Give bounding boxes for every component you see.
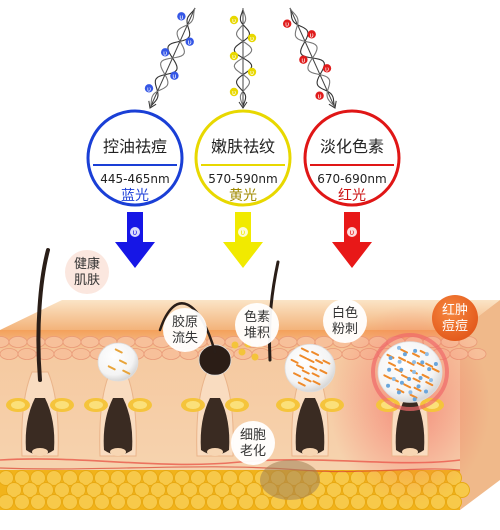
hair-follicle	[84, 342, 152, 457]
svg-text:υ: υ	[318, 93, 322, 101]
hair-follicle	[158, 302, 249, 457]
svg-text:υ: υ	[163, 49, 167, 57]
light-arrow-1: υ	[115, 212, 155, 268]
svg-text:υ: υ	[133, 228, 138, 237]
photon-dot	[185, 37, 194, 46]
pigment-dot	[251, 353, 259, 361]
light-arrow-2: υ	[223, 212, 263, 268]
label-healthy-line2: 肌肤	[74, 273, 100, 288]
svg-text:υ: υ	[285, 21, 289, 29]
svg-text:υ: υ	[241, 228, 246, 237]
light-circle-3: 淡化色素 670-690nm 红光	[303, 109, 401, 207]
svg-text:色素: 色素	[244, 309, 270, 325]
light-waves: υ υ υ υ υ υ υ υ υ υ υ υ υ υ υ	[144, 7, 337, 109]
light-wave: υ υ υ υ υ	[144, 7, 196, 109]
hair-follicle	[371, 333, 449, 457]
svg-text:υ: υ	[232, 17, 236, 25]
wavelength-label: 445-465nm	[100, 172, 169, 186]
svg-text:堆积: 堆积	[244, 326, 270, 341]
svg-text:粉刺: 粉刺	[332, 322, 358, 337]
svg-text:υ: υ	[172, 73, 176, 81]
svg-text:红肿: 红肿	[442, 302, 468, 318]
photon-dot	[299, 55, 308, 64]
label-inflamed-acne: 红肿 痘痘	[432, 295, 478, 341]
svg-text:υ: υ	[232, 89, 236, 97]
hair-follicle	[6, 248, 74, 457]
wavelength-label: 670-690nm	[317, 172, 386, 186]
svg-text:老化: 老化	[240, 444, 266, 459]
photon-dot	[247, 67, 257, 77]
light-circle-ring	[303, 109, 401, 207]
svg-text:υ: υ	[350, 228, 355, 237]
benefit-label: 淡化色素	[320, 137, 384, 156]
light-name-label: 黄光	[229, 187, 257, 204]
svg-text:流失: 流失	[172, 331, 198, 346]
photon-dot	[282, 19, 292, 28]
hair-follicle	[276, 343, 344, 457]
light-arrow-3: υ	[332, 212, 372, 268]
photon-dot	[229, 15, 239, 25]
svg-text:υ: υ	[325, 65, 329, 73]
svg-text:痘痘: 痘痘	[442, 319, 468, 334]
label-healthy-line1: 健康	[74, 256, 100, 272]
svg-text:白色: 白色	[332, 305, 358, 321]
benefit-label: 控油祛痘	[103, 137, 167, 156]
label-collagen-loss: 胶原 流失	[163, 308, 207, 352]
benefit-label: 嫩肤祛纹	[211, 137, 275, 156]
svg-text:υ: υ	[179, 13, 183, 21]
light-wave: υ υ υ υ υ	[282, 7, 337, 109]
photon-dot	[170, 71, 179, 80]
aging-cell-patch	[260, 460, 320, 500]
light-name-label: 蓝光	[121, 188, 149, 204]
photon-dot	[177, 12, 186, 21]
light-circle-ring	[194, 109, 292, 207]
photon-dot	[307, 30, 316, 39]
svg-text:υ: υ	[188, 39, 192, 47]
light-name-label: 红光	[338, 188, 366, 204]
wavelength-label: 570-590nm	[208, 172, 277, 186]
fat-globules	[0, 470, 470, 510]
label-healthy-skin: 健康 肌肤	[65, 250, 109, 294]
svg-text:胶原: 胶原	[172, 314, 198, 330]
photon-dot	[229, 87, 239, 97]
svg-text:υ: υ	[301, 57, 305, 65]
pigment-dot	[238, 348, 246, 356]
hair-follicles	[6, 248, 449, 457]
photon-dot	[322, 64, 332, 73]
light-circle-1: 控油祛痘 445-465nm 蓝光	[86, 109, 184, 207]
photon-dot	[315, 91, 324, 100]
label-pigment: 色素 堆积	[235, 303, 279, 347]
photon-dot	[247, 33, 257, 43]
svg-text:υ: υ	[310, 31, 314, 39]
label-cell-aging: 细胞 老化	[231, 421, 275, 465]
svg-text:细胞: 细胞	[240, 428, 266, 443]
svg-text:υ: υ	[250, 69, 254, 77]
light-wave: υ υ υ υ υ	[229, 7, 257, 109]
svg-text:υ: υ	[232, 53, 236, 61]
photon-dot	[160, 48, 170, 57]
label-whitehead: 白色 粉刺	[323, 299, 367, 343]
svg-text:υ: υ	[250, 35, 254, 43]
hair-strand	[267, 260, 280, 362]
light-circle-ring	[86, 109, 184, 207]
photon-dot	[229, 51, 239, 61]
photon-dot	[144, 84, 154, 93]
svg-text:υ: υ	[147, 85, 151, 93]
pigment-dot	[231, 341, 239, 349]
